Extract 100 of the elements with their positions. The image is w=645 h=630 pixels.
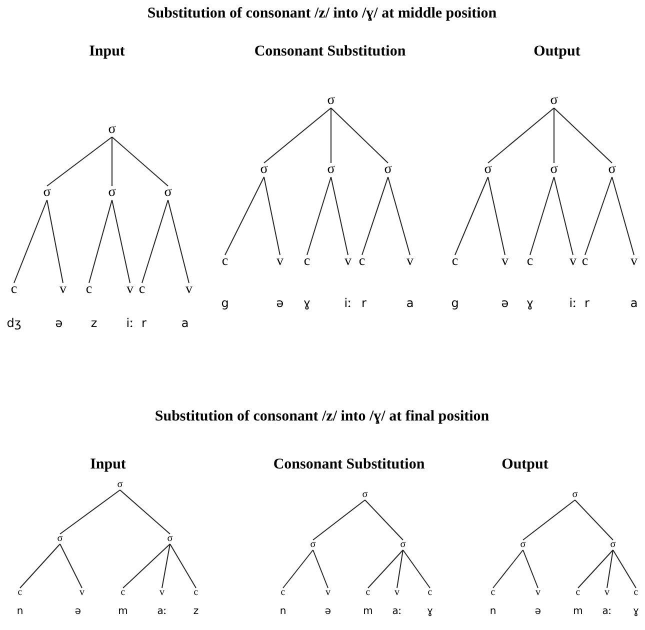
segment-symbol: dʒ — [6, 317, 22, 329]
tree-node-label: v — [630, 255, 638, 269]
tree-node-label: c — [304, 255, 310, 269]
tree-node-label: v — [344, 255, 352, 269]
tree-node-label: c — [576, 588, 580, 598]
tree-branch-line — [264, 176, 280, 256]
tree-branch-line — [488, 176, 506, 256]
tree-node-label: c — [428, 588, 432, 598]
tree-node-label: v — [570, 255, 576, 269]
segment-symbol: ə — [276, 297, 284, 309]
segment-symbol: ɣ — [526, 297, 534, 309]
tree-node-label: σ — [260, 163, 268, 177]
tree-node-label: σ — [164, 186, 172, 200]
tree-branch-line — [554, 108, 612, 164]
column-heading: Input — [89, 44, 125, 60]
segment-symbol: r — [142, 317, 146, 329]
segment-symbol: r — [362, 297, 366, 309]
tree-node-label: c — [634, 588, 638, 598]
tree-branch-line — [88, 200, 112, 284]
segment-symbol: aː — [392, 607, 402, 617]
tree-node-label: σ — [167, 534, 173, 544]
tree-node-label: c — [582, 255, 588, 269]
tree-branch-line — [20, 544, 60, 588]
tree-node-label: c — [194, 588, 198, 598]
tree-branch-line — [454, 176, 488, 256]
tree-node-label: σ — [57, 534, 63, 544]
segment-symbol: m — [363, 607, 373, 617]
tree-node-label: c — [490, 588, 496, 598]
tree-branch-line — [282, 550, 314, 588]
tree-branch-line — [60, 490, 120, 534]
tree-branch-line — [60, 544, 82, 588]
segment-symbol: a — [630, 297, 638, 309]
tree-node-label: v — [394, 588, 400, 598]
tree-branch-line — [606, 550, 614, 588]
tree-node-label: v — [126, 283, 134, 297]
tree-node-label: σ — [117, 480, 123, 490]
tree-branch-line — [330, 108, 332, 164]
tree-node-label: c — [18, 588, 22, 598]
tree-node-label: c — [452, 255, 458, 269]
tree-node-label: v — [80, 588, 84, 598]
segment-symbol: iː — [569, 297, 577, 309]
segment-symbol: n — [490, 607, 496, 617]
tree-node-label: v — [536, 588, 540, 598]
tree-node-label: c — [120, 588, 126, 598]
segment-symbol: n — [16, 607, 24, 617]
section-heading: Substitution of consonant /z/ into /ɣ/ at middle position — [147, 6, 497, 22]
tree-branch-line — [46, 200, 64, 284]
column-heading: Consonant Substitution — [254, 44, 406, 60]
tree-node-label: v — [502, 255, 508, 269]
segment-symbol: aː — [602, 607, 612, 617]
tree-node-label: v — [186, 283, 192, 297]
tree-node-label: c — [526, 255, 534, 269]
segment-symbol: a — [406, 297, 414, 309]
segment-symbol: iː — [126, 317, 134, 329]
tree-node-label: c — [86, 283, 92, 297]
tree-node-label: σ — [327, 94, 335, 108]
segment-symbol: m — [573, 607, 583, 617]
tree-node-label: σ — [108, 186, 116, 200]
tree-branch-line — [488, 108, 554, 164]
segment-symbol: ə — [501, 297, 509, 309]
tree-branch-line — [312, 550, 328, 588]
tree-branch-line — [612, 550, 636, 588]
tree-node-label: c — [138, 283, 146, 297]
tree-branch-line — [574, 500, 614, 540]
tree-branch-line — [330, 108, 388, 164]
tree-branch-line — [120, 490, 170, 534]
tree-node-label: σ — [384, 163, 392, 177]
tree-branch-line — [264, 108, 332, 164]
tree-branch-line — [162, 544, 170, 588]
tree-branch-line — [362, 176, 388, 256]
segment-symbol: z — [193, 607, 199, 617]
tree-branch-line — [554, 176, 574, 256]
tree-branch-line — [584, 176, 612, 256]
tree-branch-line — [122, 544, 170, 588]
tree-node-label: c — [358, 255, 366, 269]
column-heading: Output — [502, 458, 548, 472]
tree-branch-line — [396, 550, 404, 588]
tree-node-label: σ — [610, 540, 616, 550]
tree-branch-line — [388, 176, 410, 256]
tree-branch-line — [312, 500, 366, 540]
tree-node-label: c — [366, 588, 370, 598]
segment-symbol: g — [221, 297, 229, 309]
segment-symbol: ɣ — [303, 297, 311, 309]
tree-node-label: c — [280, 588, 286, 598]
tree-node-label: v — [60, 283, 66, 297]
tree-branch-line — [364, 500, 404, 540]
tree-branch-line — [14, 200, 48, 284]
segment-symbol: a — [181, 317, 189, 329]
tree-node-label: v — [604, 588, 610, 598]
segment-symbol: aː — [157, 607, 167, 617]
tree-node-label: σ — [550, 94, 558, 108]
tree-node-label: σ — [362, 490, 368, 500]
segment-symbol: iː — [344, 297, 352, 309]
tree-branch-line — [46, 136, 112, 186]
tree-branch-line — [224, 176, 264, 256]
tree-branch-line — [522, 550, 538, 588]
tree-branch-line — [530, 176, 554, 256]
tree-branch-line — [522, 500, 576, 540]
tree-branch-line — [168, 200, 190, 284]
column-heading: Input — [90, 458, 126, 472]
